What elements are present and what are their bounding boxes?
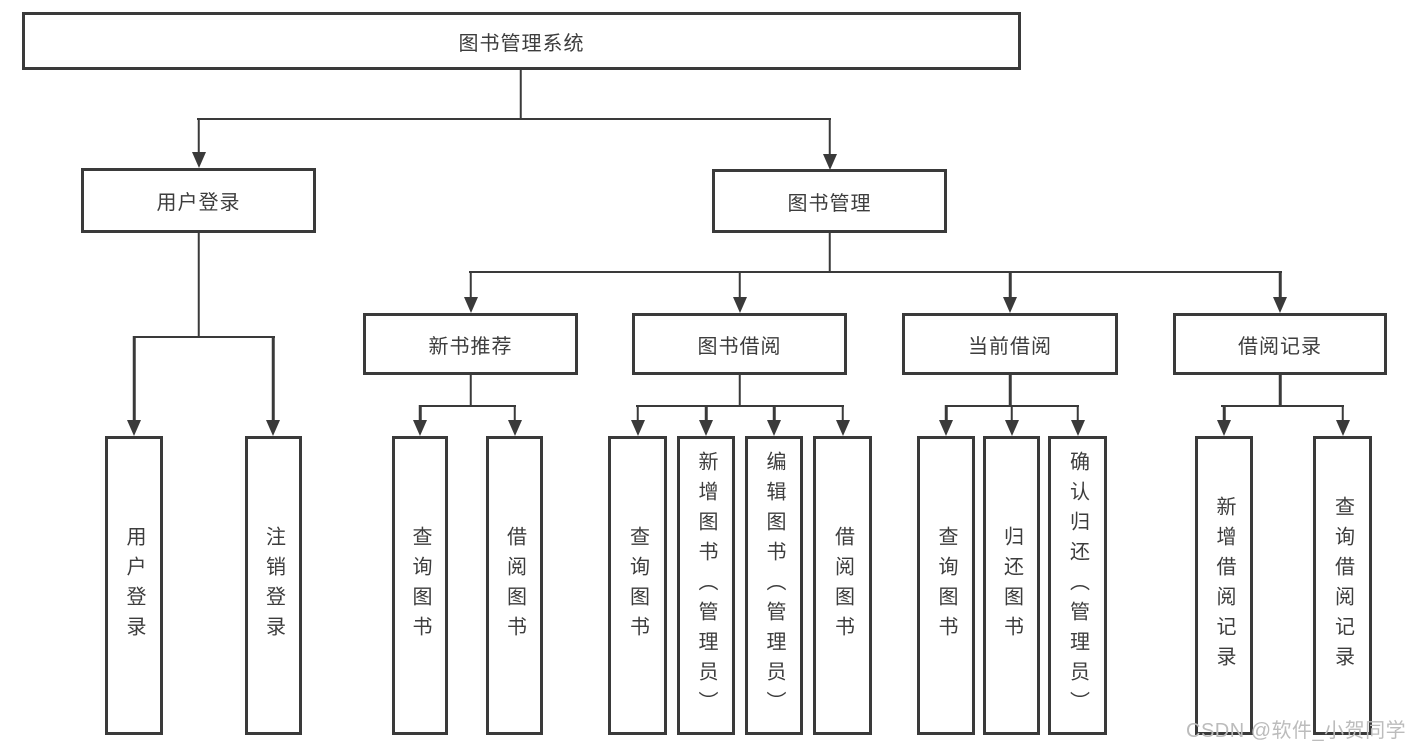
edge-arrowhead-down [463, 297, 478, 313]
edge-line [197, 118, 200, 156]
edge-line [738, 271, 741, 301]
node-current-borrowing: 当前借阅 [902, 313, 1118, 375]
edge-line [418, 404, 516, 408]
leaf-records-query-borrow-record: 查询借阅记录 [1313, 436, 1372, 735]
edge-arrowhead-down [835, 420, 850, 436]
edge-arrowhead-down [699, 420, 713, 436]
leaf-borrowing-query-books: 查询图书 [608, 436, 667, 735]
edge-line [519, 70, 522, 120]
edge-line [944, 405, 948, 424]
leaf-logout: 注销登录 [245, 436, 302, 735]
edge-arrowhead-down [939, 420, 953, 436]
edge-line [828, 233, 831, 273]
edge-line [469, 375, 472, 407]
edge-line [1222, 405, 1226, 424]
edge-arrowhead-down [767, 420, 781, 436]
edge-line [636, 405, 639, 424]
edge-line [132, 336, 136, 424]
edge-line [1076, 405, 1079, 424]
leaf-newbook-borrow-books: 借阅图书 [486, 436, 543, 735]
edge-line [1010, 405, 1013, 424]
edge-line [1008, 271, 1012, 301]
edge-arrowhead-down [822, 154, 837, 170]
edge-line [197, 117, 831, 121]
edge-arrowhead-down [1003, 297, 1017, 313]
leaf-current-confirm-return-admin: 确认归还（管理员） [1048, 436, 1107, 735]
leaf-newbook-query-books: 查询图书 [392, 436, 448, 735]
edge-line [636, 404, 844, 408]
leaf-borrowing-borrow-books: 借阅图书 [813, 436, 872, 735]
edge-arrowhead-down [507, 420, 522, 436]
node-book-management: 图书管理 [712, 169, 947, 233]
edge-line [132, 335, 275, 339]
csdn-watermark: CSDN @软件_小贺同学 [1186, 720, 1405, 742]
edge-arrowhead-down [1004, 420, 1019, 436]
node-borrowing-records: 借阅记录 [1173, 313, 1387, 375]
edge-arrowhead-down [630, 420, 645, 436]
edge-line [469, 270, 1282, 274]
leaf-current-query-books: 查询图书 [917, 436, 975, 735]
edge-line [271, 336, 275, 424]
edge-line [944, 404, 1079, 408]
edge-line [738, 375, 741, 407]
edge-line [513, 405, 516, 424]
node-user-login: 用户登录 [81, 168, 316, 233]
edge-line [828, 118, 831, 158]
edge-line [704, 405, 708, 424]
edge-line [1278, 375, 1282, 407]
edge-arrowhead-down [413, 420, 427, 436]
edge-arrowhead-down [191, 152, 206, 168]
edge-arrowhead-down [127, 420, 141, 436]
edge-line [1341, 405, 1344, 424]
edge-line [841, 405, 844, 424]
edge-line [772, 405, 776, 424]
edge-line [418, 405, 422, 424]
node-new-book-recommendation: 新书推荐 [363, 313, 578, 375]
leaf-borrowing-edit-books-admin: 编辑图书（管理员） [745, 436, 803, 735]
edge-line [1008, 375, 1012, 407]
edge-arrowhead-down [1273, 297, 1287, 313]
leaf-borrowing-add-books-admin: 新增图书（管理员） [677, 436, 735, 735]
edge-arrowhead-down [1335, 420, 1350, 436]
leaf-records-add-borrow-record: 新增借阅记录 [1195, 436, 1253, 735]
edge-arrowhead-down [266, 420, 280, 436]
edge-arrowhead-down [1070, 420, 1085, 436]
edge-line [469, 271, 472, 301]
node-library-management-system: 图书管理系统 [22, 12, 1021, 70]
edge-arrowhead-down [1217, 420, 1231, 436]
edge-line [197, 233, 200, 338]
leaf-user-login: 用户登录 [105, 436, 163, 735]
edge-arrowhead-down [732, 297, 747, 313]
edge-line [1278, 271, 1282, 301]
leaf-current-return-books: 归还图书 [983, 436, 1040, 735]
edge-line [1221, 404, 1344, 408]
node-book-borrowing: 图书借阅 [632, 313, 847, 375]
